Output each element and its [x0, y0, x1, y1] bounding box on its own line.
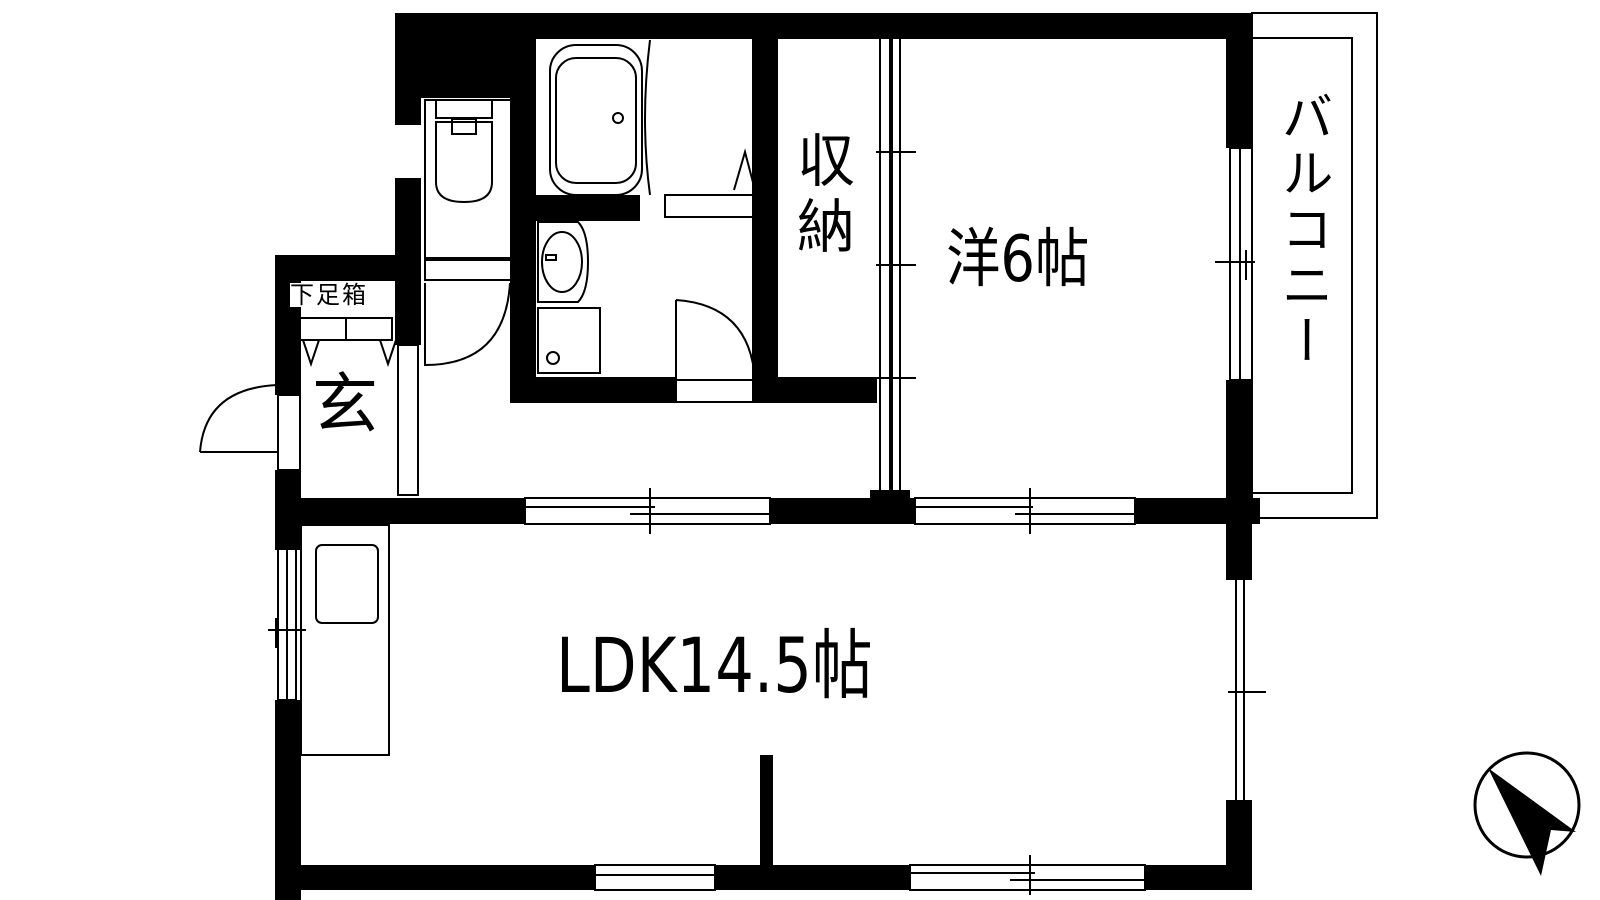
north-arrow-icon [1473, 751, 1581, 876]
shoe-box-icon [299, 317, 397, 368]
room-label-western: 洋6帖 [946, 223, 1090, 297]
walls [275, 13, 1260, 900]
room-label-balcony: バルコニー [1272, 90, 1332, 370]
washing-machine-pan-icon [537, 307, 601, 374]
washbasin-icon [537, 221, 590, 303]
toilet-icon [424, 99, 522, 261]
room-label-storage: 収納 [787, 130, 855, 262]
bathtub-icon [549, 39, 756, 196]
room-label-entrance: 玄 [312, 366, 378, 443]
fixtures [199, 12, 1378, 895]
label-shoe-box: 下足箱 [290, 281, 368, 309]
room-label-ldk: LDK14.5帖 [556, 621, 873, 710]
kitchen-sink-icon [300, 524, 390, 756]
